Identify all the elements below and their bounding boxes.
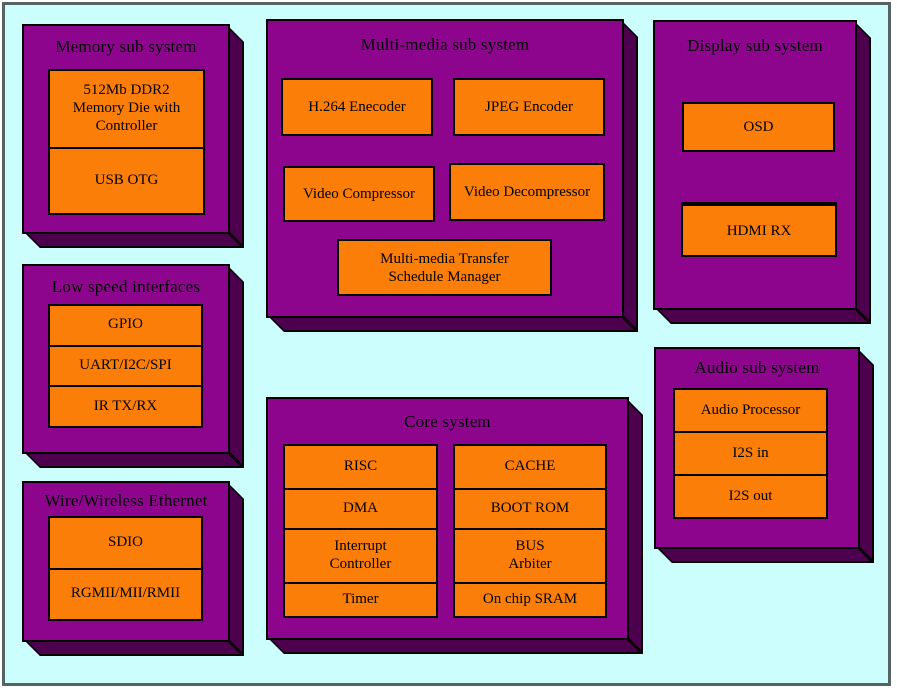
- low-speed-block-stack: GPIO UART/I2C/SPI IR TX/RX: [48, 304, 203, 428]
- block-hdmi-rx: HDMI RX: [681, 202, 837, 257]
- block-gpio: GPIO: [107, 316, 143, 333]
- subsystem-core: Core system RISC DMA Interrupt Controlle…: [266, 397, 629, 640]
- block-video-decompressor: Video Decompressor: [449, 163, 605, 221]
- subsystem-multimedia: Multi-media sub system H.264 Enecoder JP…: [266, 19, 624, 318]
- block-interrupt-controller: Interrupt Controller: [285, 528, 436, 582]
- core-right-block-stack: CACHE BOOT ROM BUS Arbiter On chip SRAM: [453, 444, 607, 618]
- block-usb-otg: USB OTG: [50, 147, 203, 213]
- core-title: Core system: [404, 412, 491, 431]
- block-dma: DMA: [285, 488, 436, 528]
- block-h264-enecoder: H.264 Enecoder: [281, 78, 433, 136]
- block-audio-processor: Audio Processor: [700, 401, 801, 418]
- subsystem-ethernet: Wire/Wireless Ethernet SDIO RGMII/MII/RM…: [22, 481, 230, 642]
- block-bus-arbiter: BUS Arbiter: [455, 528, 605, 582]
- block-rgmii-mii-rmii: RGMII/MII/RMII: [50, 567, 201, 620]
- audio-block-stack: Audio Processor I2S in I2S out: [673, 388, 828, 519]
- core-left-block-stack: RISC DMA Interrupt Controller Timer: [283, 444, 438, 618]
- subsystem-display: Display sub system OSD HDMI RX: [653, 20, 857, 310]
- block-osd: OSD: [682, 102, 835, 152]
- subsystem-low-speed-interfaces: Low speed interfaces GPIO UART/I2C/SPI I…: [22, 264, 230, 454]
- multimedia-title: Multi-media sub system: [360, 35, 530, 54]
- block-cache: CACHE: [504, 458, 556, 475]
- block-uart-i2c-spi: UART/I2C/SPI: [50, 344, 201, 386]
- low-speed-title: Low speed interfaces: [51, 277, 201, 296]
- block-i2s-in: I2S in: [675, 431, 826, 474]
- display-title: Display sub system: [687, 36, 823, 55]
- memory-block-stack: 512Mb DDR2 Memory Die with Controller US…: [48, 69, 205, 215]
- block-ir-tx-rx: IR TX/RX: [50, 385, 201, 426]
- subsystem-audio: Audio sub system Audio Processor I2S in …: [654, 347, 860, 549]
- ethernet-block-stack: SDIO RGMII/MII/RMII: [48, 516, 203, 621]
- block-mm-transfer-schedule-manager: Multi-media Transfer Schedule Manager: [337, 239, 552, 296]
- block-on-chip-sram: On chip SRAM: [455, 582, 605, 616]
- memory-title: Memory sub system: [55, 37, 197, 56]
- block-i2s-out: I2S out: [675, 474, 826, 517]
- block-sdio: SDIO: [107, 533, 143, 550]
- block-jpeg-encoder: JPEG Encoder: [453, 78, 605, 136]
- block-risc: RISC: [343, 458, 378, 475]
- audio-title: Audio sub system: [694, 358, 820, 377]
- block-video-compressor: Video Compressor: [283, 166, 435, 222]
- block-boot-rom: BOOT ROM: [455, 488, 605, 528]
- ethernet-title: Wire/Wireless Ethernet: [44, 491, 208, 510]
- subsystem-memory: Memory sub system 512Mb DDR2 Memory Die …: [22, 24, 230, 234]
- block-512mb-ddr2-memory-die: 512Mb DDR2 Memory Die with Controller: [72, 82, 181, 134]
- block-timer: Timer: [285, 582, 436, 616]
